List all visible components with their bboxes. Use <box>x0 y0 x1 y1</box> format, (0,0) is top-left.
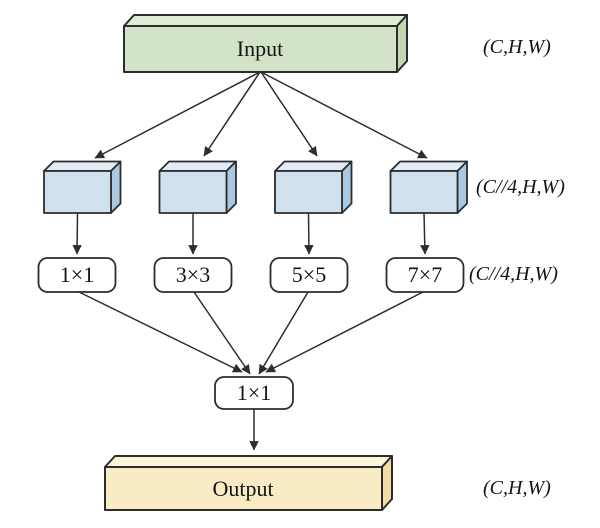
input-label: Input <box>237 36 283 61</box>
branch-cube-3 <box>274 160 353 214</box>
arrow-input-to-branch-3 <box>260 71 318 157</box>
arrow-input-to-branch-4 <box>260 71 428 159</box>
output-bar-front-face <box>104 466 383 511</box>
input-bar-top-face <box>123 14 408 27</box>
branch-cube-1-side-face <box>110 160 122 214</box>
branch-cube-3-front-face <box>274 170 343 214</box>
arrow-branch-3-to-conv-3 <box>304 212 314 255</box>
branch-cube-2-top-face <box>158 160 237 172</box>
branch-cube-4-top-face <box>389 160 468 172</box>
output-bar-top-face <box>104 455 393 468</box>
conv-boxes <box>37 257 465 293</box>
fusion-conv <box>214 376 294 410</box>
output-bar-side-face <box>381 455 393 511</box>
arrow-branch-4-to-conv-4 <box>420 212 430 255</box>
input-bar-front-face <box>123 25 398 73</box>
branch-cube-1-top-face <box>43 160 122 172</box>
arrow-input-to-branch-2 <box>203 71 261 157</box>
conv-box-4 <box>385 257 465 293</box>
output-bar: Output <box>104 455 393 511</box>
branch-cubes <box>43 160 468 214</box>
input-shape-annotation: (C,H,W) <box>483 36 551 58</box>
branch-cube-3-side-face <box>341 160 353 214</box>
arrow-input-to-branch-1 <box>94 71 261 159</box>
branch-cube-1-front-face <box>43 170 112 214</box>
arrow-branch-1-to-conv-1 <box>72 212 82 255</box>
arrow-conv-3-to-fusion <box>258 291 309 375</box>
branch-cube-4 <box>389 160 468 214</box>
branch-cube-2-side-face <box>225 160 237 214</box>
branch-cube-4-side-face <box>456 160 468 214</box>
branch-cube-4-front-face <box>389 170 459 214</box>
input-bar: Input <box>123 14 408 73</box>
conv-box-1 <box>37 257 117 293</box>
output-shape-annotation: (C,H,W) <box>483 477 551 499</box>
fusion-conv-box <box>214 376 294 410</box>
conv-label-1: 1×1 <box>60 262 94 287</box>
output-label: Output <box>212 476 273 501</box>
branch-cube-1 <box>43 160 122 214</box>
arrow-conv-1-to-fusion <box>78 291 243 373</box>
conv-box-3 <box>269 257 349 293</box>
conv-label-4: 7×7 <box>408 262 442 287</box>
branch-cube-2-front-face <box>158 170 228 214</box>
arrow-conv-4-to-fusion <box>265 291 424 373</box>
arrows-layer <box>72 71 430 451</box>
branch-cube-2 <box>158 160 237 214</box>
branch-cubes-shape-annotation: (C//4,H,W) <box>476 176 565 198</box>
conv-box-2 <box>153 257 233 293</box>
convs-shape-annotation: (C//4,H,W) <box>469 263 558 285</box>
input-bar-side-face <box>396 14 408 73</box>
conv-label-3: 5×5 <box>292 262 326 287</box>
fusion-conv-label: 1×1 <box>237 380 271 405</box>
conv-label-2: 3×3 <box>176 262 210 287</box>
arrow-conv-2-to-fusion <box>193 291 251 375</box>
branch-cube-3-top-face <box>274 160 353 172</box>
